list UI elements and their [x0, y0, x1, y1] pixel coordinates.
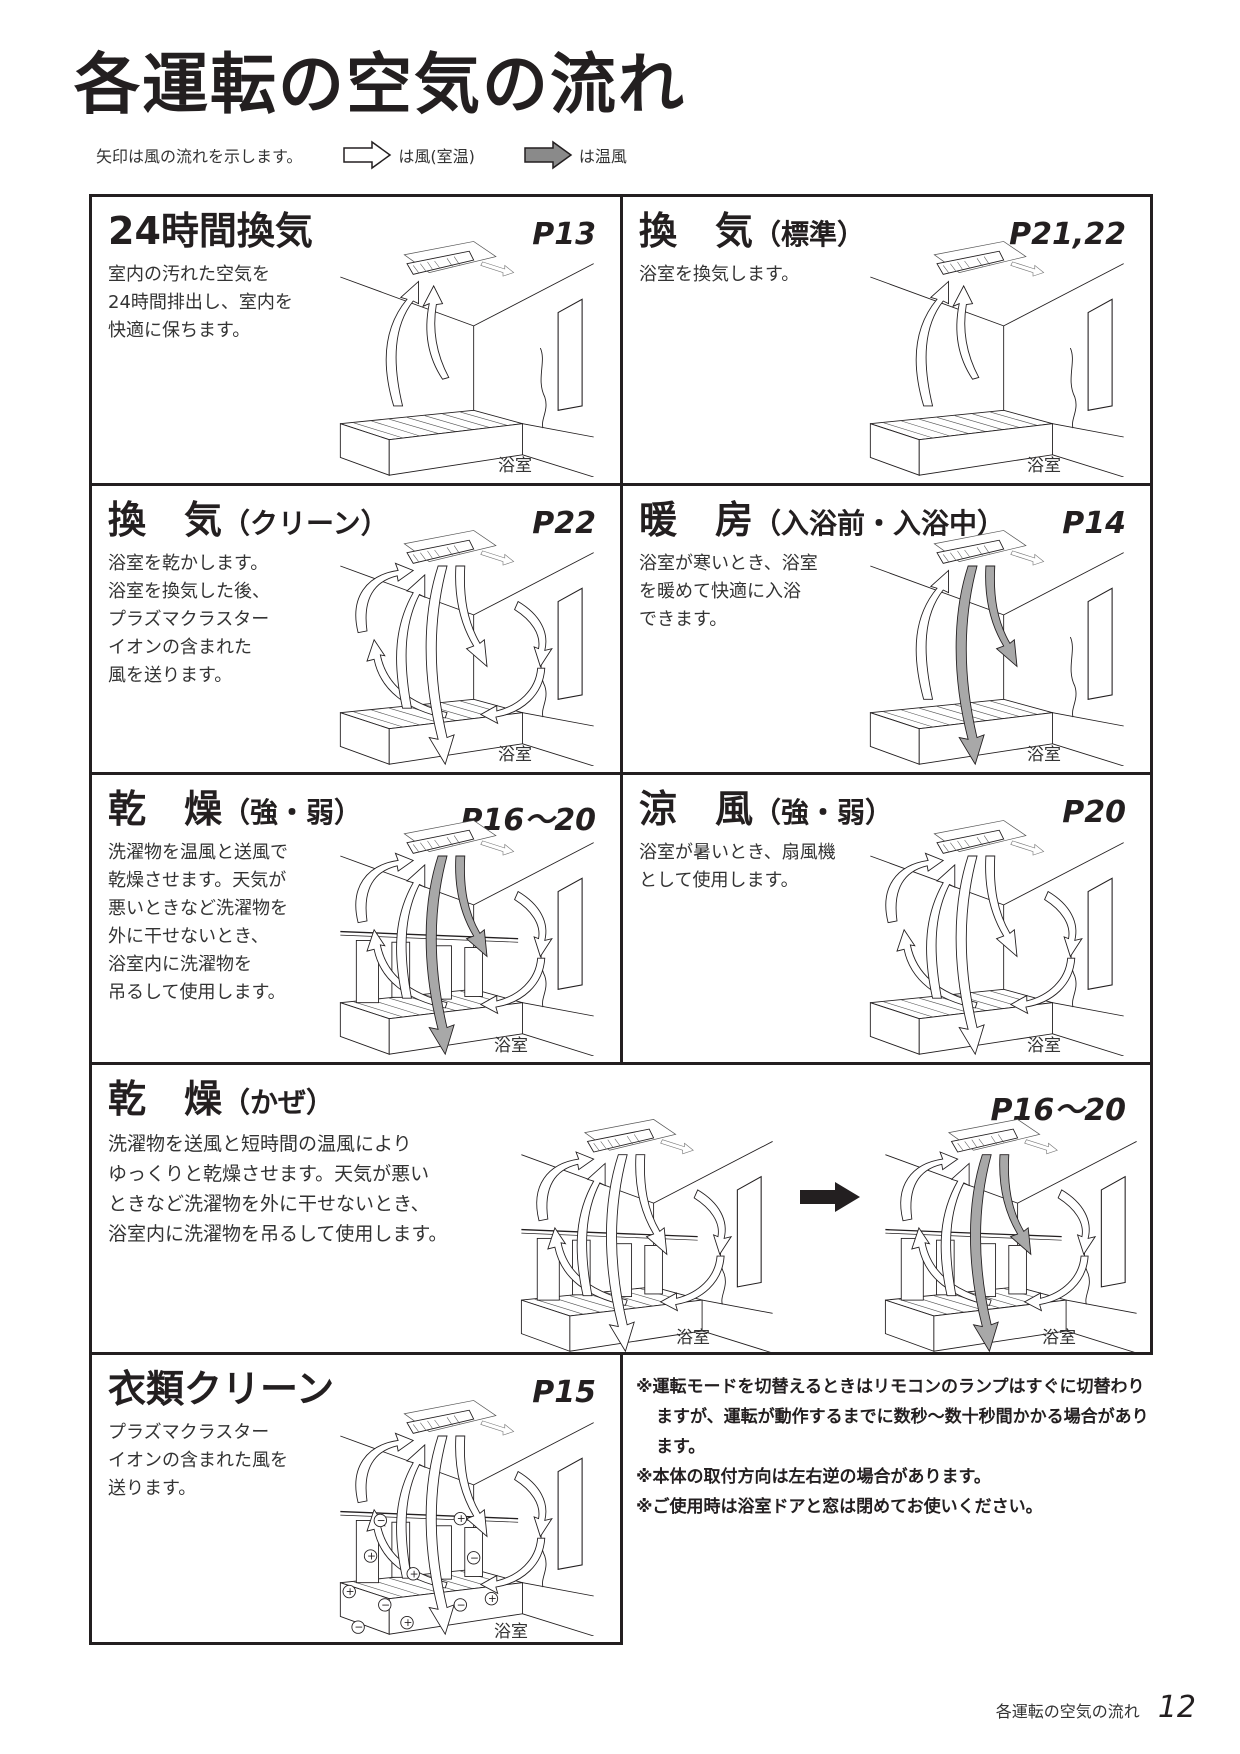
- bathroom-airflow-illustration-after: [884, 1118, 1138, 1353]
- bathroom-label-after: 浴室: [1042, 1328, 1076, 1348]
- bathroom-airflow-illustration: [869, 529, 1125, 766]
- bathroom-airflow-illustration: [339, 529, 595, 766]
- mode-title: 24時間換気: [108, 209, 313, 253]
- page-number: 12: [1157, 1690, 1196, 1725]
- page-reference: P22: [532, 506, 596, 541]
- mode-drying-strong-weak: 乾 燥（強・弱） P16〜20 洗濯物を温風と送風で 乾燥させます。天気が 悪い…: [89, 772, 623, 1065]
- notes-section: ※運転モードを切替えるときはリモコンのランプはすぐに切替わりますが、運転が動作す…: [636, 1372, 1156, 1522]
- mode-title: 涼 風（強・弱）: [639, 787, 894, 831]
- mode-drying-wind: 乾 燥（かぜ） P16〜20 洗濯物を送風と短時間の温風により ゆっくりと乾燥さ…: [89, 1062, 1153, 1355]
- bathroom-label: 浴室: [1027, 745, 1061, 765]
- note-orientation: ※本体の取付方向は左右逆の場合があります。: [636, 1467, 991, 1487]
- gray-arrow-label: は温風: [578, 147, 627, 166]
- mode-title: 乾 燥（強・弱）: [108, 787, 363, 831]
- page-reference: P20: [1062, 795, 1126, 830]
- footer-section-title: 各運転の空気の流れ: [995, 1702, 1140, 1721]
- bathroom-ion-airflow-illustration: [339, 1399, 595, 1636]
- white-arrow-label: は風(室温): [398, 147, 475, 166]
- bathroom-label: 浴室: [1027, 1036, 1061, 1056]
- mode-ventilation-standard: 換 気（標準） P21,22 浴室を換気します。 浴室: [620, 194, 1153, 486]
- mode-ventilation-clean: 換 気（クリーン） P22 浴室を乾かします。 浴室を換気した後、 プラズマクラ…: [89, 483, 623, 775]
- note-mode-switch: ※運転モードを切替えるときはリモコンのランプはすぐに切替わりますが、運転が動作す…: [636, 1377, 1149, 1457]
- bathroom-airflow-illustration: [339, 819, 595, 1056]
- mode-title: 換 気（標準）: [639, 209, 866, 253]
- page-title: 各運転の空気の流れ: [74, 46, 686, 123]
- bathroom-label: 浴室: [1027, 456, 1061, 476]
- mode-clothes-clean: 衣類クリーン P15 プラズマクラスター イオンの含まれた風を 送ります。 浴室: [89, 1352, 623, 1645]
- bathroom-label: 浴室: [494, 1622, 528, 1642]
- mode-description: 浴室を乾かします。 浴室を換気した後、 プラズマクラスター イオンの含まれた 風…: [108, 553, 270, 686]
- transition-arrow-icon: [800, 1182, 860, 1212]
- page-reference: P15: [532, 1375, 596, 1410]
- mode-description: 洗濯物を温風と送風で 乾燥させます。天気が 悪いときなど洗濯物を 外に干せないと…: [108, 842, 288, 1003]
- mode-description: 浴室を換気します。: [639, 264, 800, 285]
- white-arrow-icon: [343, 140, 392, 170]
- mode-24h-ventilation: 24時間換気 P13 室内の汚れた空気を 24時間排出し、室内を 快適に保ちます…: [89, 194, 623, 486]
- gray-arrow-icon: [524, 140, 573, 170]
- page-reference: P13: [532, 217, 596, 252]
- bathroom-airflow-illustration: [339, 240, 595, 477]
- mode-title: 暖 房（入浴前・入浴中）: [639, 498, 1006, 542]
- bathroom-label: 浴室: [498, 456, 532, 476]
- bathroom-airflow-illustration: [869, 240, 1125, 477]
- mode-description: 浴室が寒いとき、浴室 を暖めて快適に入浴 できます。: [639, 553, 818, 630]
- mode-description: 浴室が暑いとき、扇風機 として使用します。: [639, 842, 836, 891]
- mode-title: 衣類クリーン: [108, 1367, 335, 1411]
- mode-title: 換 気（クリーン）: [108, 498, 389, 542]
- bathroom-label: 浴室: [494, 1036, 528, 1056]
- mode-cool-breeze: 涼 風（強・弱） P20 浴室が暑いとき、扇風機 として使用します。 浴室: [620, 772, 1153, 1065]
- page-reference: P21,22: [1009, 217, 1126, 252]
- legend-note: 矢印は風の流れを示します。: [96, 147, 303, 166]
- mode-description: 室内の汚れた空気を 24時間排出し、室内を 快適に保ちます。: [108, 264, 293, 341]
- mode-description: 洗濯物を送風と短時間の温風により ゆっくりと乾燥させます。天気が悪い ときなど洗…: [108, 1133, 448, 1245]
- bathroom-airflow-illustration-before: [520, 1118, 774, 1353]
- bathroom-airflow-illustration: [869, 819, 1125, 1056]
- page-footer: 各運転の空気の流れ 12: [996, 1690, 1196, 1725]
- bathroom-label: 浴室: [498, 745, 532, 765]
- mode-heating: 暖 房（入浴前・入浴中） P14 浴室が寒いとき、浴室 を暖めて快適に入浴 でき…: [620, 483, 1153, 775]
- page-reference: P14: [1062, 506, 1126, 541]
- bathroom-label-before: 浴室: [676, 1328, 710, 1348]
- mode-title: 乾 燥（かぜ）: [108, 1077, 335, 1121]
- arrow-legend: 矢印は風の流れを示します。 は風(室温) は温風: [96, 140, 675, 170]
- note-close-doors: ※ご使用時は浴室ドアと窓は閉めてお使いください。: [636, 1497, 1043, 1517]
- mode-description: プラズマクラスター イオンの含まれた風を 送ります。: [108, 1422, 288, 1499]
